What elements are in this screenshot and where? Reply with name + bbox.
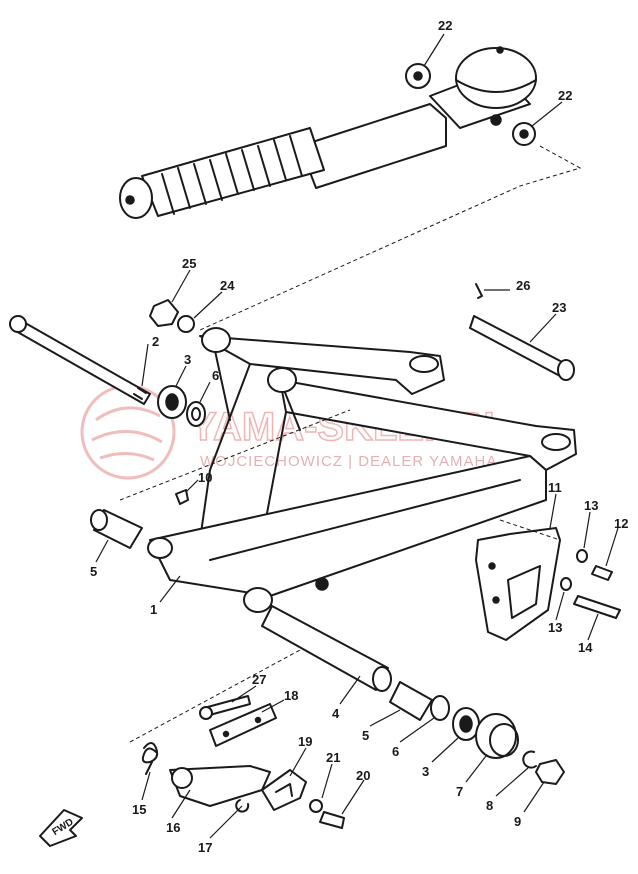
callout-18: 18 [284,688,298,703]
callout-5-upper: 5 [90,564,97,579]
washer-upper [186,401,206,427]
callout-26: 26 [516,278,530,293]
callout-1: 1 [150,602,157,617]
callout-6-lower: 6 [392,744,399,759]
callout-24: 24 [220,278,235,293]
circlip-8 [522,750,537,769]
shaft-4 [261,605,392,692]
callout-12: 12 [614,516,628,531]
bolt-14 [573,595,621,619]
callout-6-upper: 6 [212,368,219,383]
callout-10: 10 [198,470,212,485]
chain-guide-bracket [475,527,561,641]
lever-16 [169,765,271,807]
washer-21 [309,799,323,813]
washer-24 [177,315,195,333]
washer-13-upper [576,549,588,563]
leader-lines [95,33,619,839]
block-19 [261,769,307,811]
grease-nipple [175,489,189,505]
callout-13-upper: 13 [584,498,598,513]
callout-numbers: 22 22 25 24 26 23 2 3 6 10 5 1 11 13 12 … [90,18,628,855]
callout-3-upper: 3 [184,352,191,367]
callout-11: 11 [548,480,562,495]
forward-direction-badge: FWD [39,809,83,847]
callout-4: 4 [332,706,340,721]
callout-2: 2 [152,334,159,349]
bolt-12 [591,565,613,581]
callout-22-top: 22 [438,18,452,33]
dust-cover-7 [475,713,519,759]
cotter-pin-26 [475,283,483,299]
callout-22-lower: 22 [558,88,572,103]
spring-15 [141,742,159,775]
bolt-27 [199,695,251,720]
callout-3-lower: 3 [422,764,429,779]
callout-8: 8 [486,798,493,813]
shock-bushing-lower [512,122,536,146]
callout-15: 15 [132,802,146,817]
pivot-shaft [9,315,151,405]
bushing-upper [90,509,143,549]
callout-20: 20 [356,768,370,783]
callout-9: 9 [514,814,521,829]
callout-5-lower: 5 [362,728,369,743]
watermark-subtitle: WOJCIECHOWICZ | DEALER YAMAHA [200,453,497,470]
shock-spring-coils [161,135,303,215]
nut-9 [535,759,565,785]
callout-25: 25 [182,256,196,271]
callout-17: 17 [198,840,212,855]
bolt-20 [319,811,345,829]
bolt-23 [469,315,575,381]
callout-23: 23 [552,300,566,315]
callout-16: 16 [166,820,180,835]
clip-17 [235,799,250,813]
shock-bushing-top [405,63,431,89]
nut-25 [149,299,179,327]
callout-19: 19 [298,734,312,749]
washer-lower [430,695,450,721]
rear-shock-absorber [119,46,537,219]
bearing-upper [157,385,187,419]
callout-13-lower: 13 [548,620,562,635]
bushing-lower [389,681,433,721]
bearing-lower [452,707,480,741]
callout-27: 27 [252,672,266,687]
washer-13-lower [560,577,572,591]
callout-7: 7 [456,784,463,799]
assembly-guide-lines [119,145,582,743]
callout-21: 21 [326,750,340,765]
callout-14: 14 [578,640,593,655]
bracket-18 [209,703,277,747]
rear-arm [147,327,577,613]
